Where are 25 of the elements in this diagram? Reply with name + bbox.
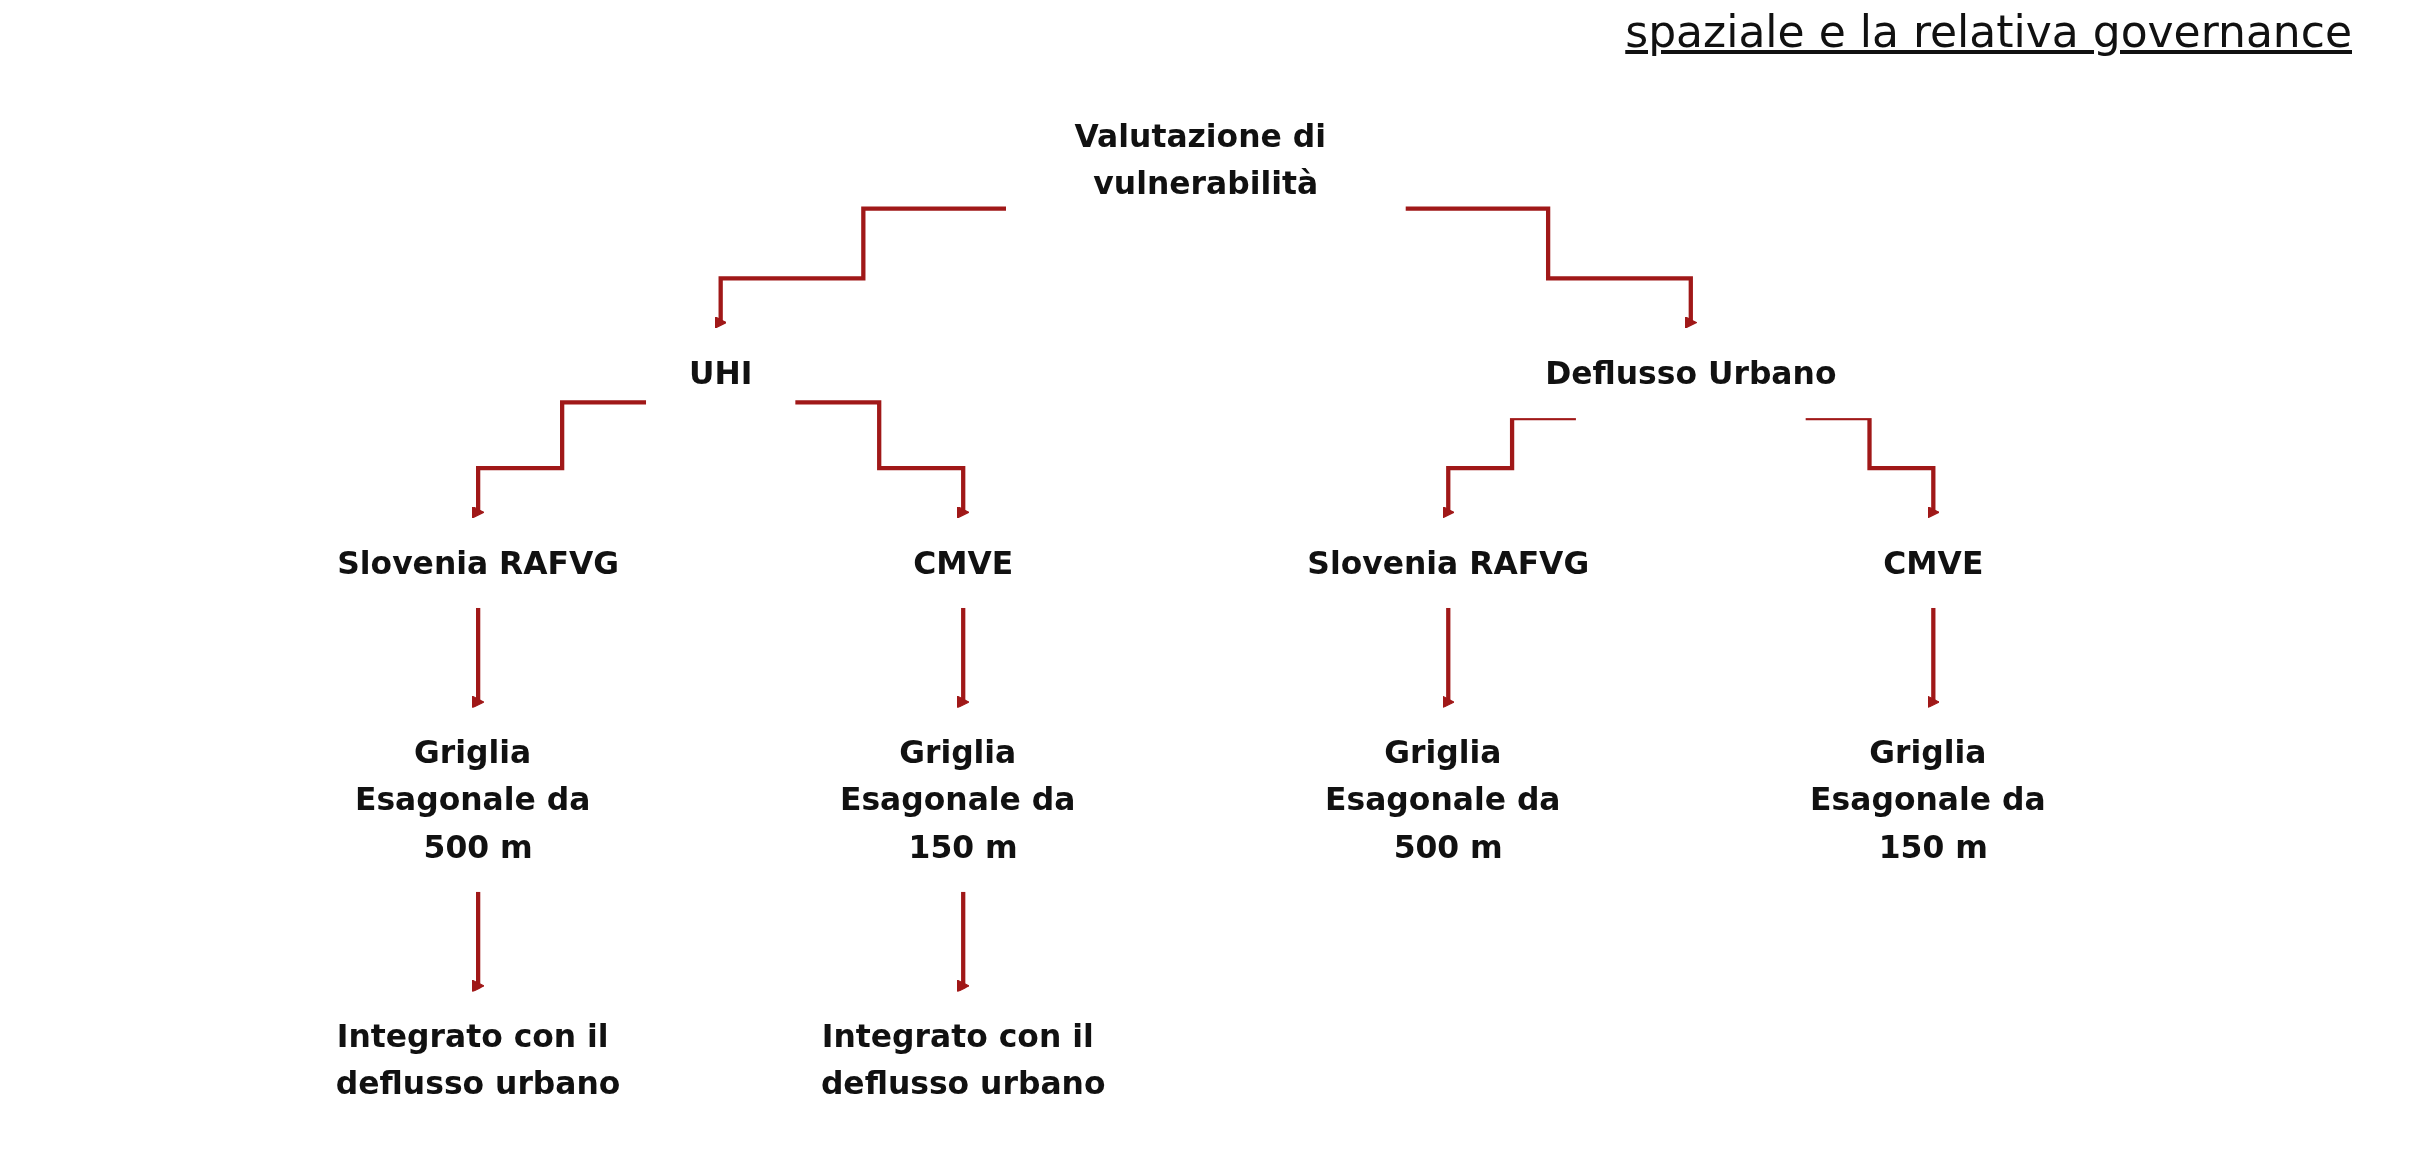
arrow xyxy=(1442,416,1577,519)
node-text: Griglia Esagonale da 150 m xyxy=(1810,734,2046,865)
node-text: Integrato con il deflusso urbano xyxy=(821,1018,1106,1102)
arrow xyxy=(1805,416,1940,519)
node-text: Integrato con il deflusso urbano xyxy=(336,1018,621,1102)
node-text: Griglia Esagonale da 150 m xyxy=(840,734,1076,865)
node-text: Slovenia RAFVG xyxy=(337,545,620,581)
node-text: CMVE xyxy=(1883,545,1984,581)
arrow xyxy=(1442,605,1455,709)
node-text: Valutazione di vulnerabilità xyxy=(1074,118,1327,202)
arrow xyxy=(957,889,970,993)
arrow xyxy=(957,605,970,709)
node-text: Griglia Esagonale da 500 m xyxy=(1325,734,1561,865)
arrow xyxy=(472,605,485,709)
arrow xyxy=(472,889,485,993)
node-text: Griglia Esagonale da 500 m xyxy=(355,734,591,865)
node-text: UHI xyxy=(689,355,753,392)
title: spaziale e la relativa governance xyxy=(1625,6,2352,57)
arrow xyxy=(1927,605,1940,709)
node-text: CMVE xyxy=(913,545,1014,581)
arrow xyxy=(795,400,970,519)
arrow xyxy=(472,400,647,519)
arrow xyxy=(1405,206,1698,329)
node-text: Slovenia RAFVG xyxy=(1307,545,1590,581)
arrow xyxy=(714,206,1007,329)
